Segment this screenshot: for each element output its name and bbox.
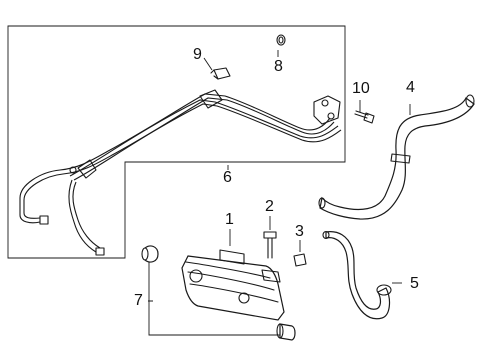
- callout-8: 8: [274, 58, 283, 75]
- bolt-part-10: [354, 110, 375, 124]
- callout-4: 4: [406, 79, 415, 96]
- group-box-6: [7, 25, 346, 259]
- hose-part-4: [318, 94, 475, 220]
- callout-10: 10: [352, 80, 370, 97]
- callout-3: 3: [295, 223, 304, 240]
- callout-7: 7: [134, 292, 143, 309]
- o-ring-part-8: [276, 34, 286, 46]
- callout-5: 5: [410, 275, 419, 292]
- nut-part-3: [293, 240, 307, 267]
- callout-6: 6: [223, 169, 232, 186]
- sleeve-part-7a: [141, 245, 159, 263]
- hose-part-5: [322, 230, 392, 320]
- bolt-part-2: [263, 216, 277, 259]
- transmission-cooler-part-1: [181, 249, 285, 321]
- callout-2: 2: [265, 198, 274, 215]
- callout-9: 9: [193, 46, 202, 63]
- sleeve-part-7b: [276, 323, 296, 341]
- cooler-tube-assembly: [19, 89, 342, 256]
- clip-part-9: [210, 67, 231, 80]
- callout-1: 1: [225, 211, 234, 228]
